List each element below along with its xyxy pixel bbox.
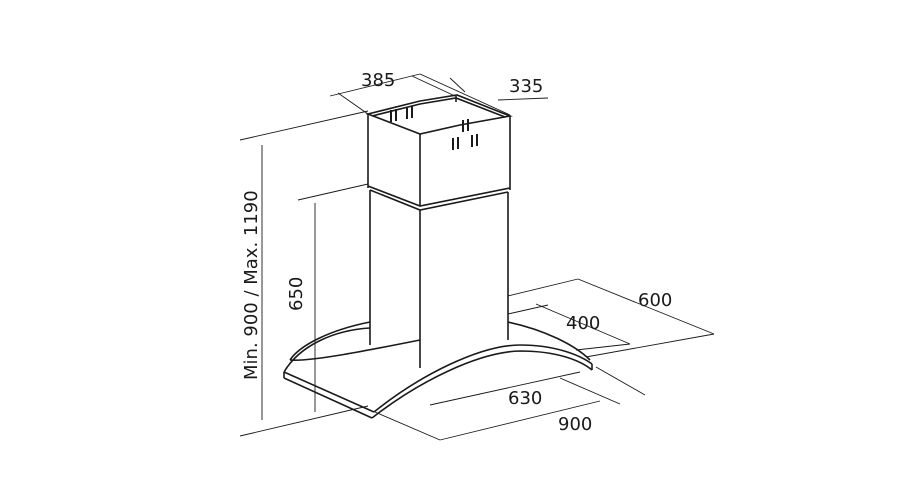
label-chimney-width: 385 (361, 70, 395, 91)
dimension-lines (239, 73, 715, 441)
dimension-labels: 385 335 Min. 900 / Max. 1190 650 600 400… (241, 70, 672, 435)
label-hood-depth: 600 (638, 290, 672, 311)
label-chimney-depth: 335 (509, 76, 543, 97)
label-canopy-height: 650 (286, 277, 307, 311)
canopy (283, 321, 593, 419)
label-inner-width: 630 (508, 388, 542, 409)
chimney (365, 94, 513, 368)
label-hood-width: 900 (558, 414, 592, 435)
label-chimney-base-depth: 400 (566, 313, 600, 334)
vent-slots (390, 106, 478, 150)
label-total-height: Min. 900 / Max. 1190 (241, 190, 262, 380)
